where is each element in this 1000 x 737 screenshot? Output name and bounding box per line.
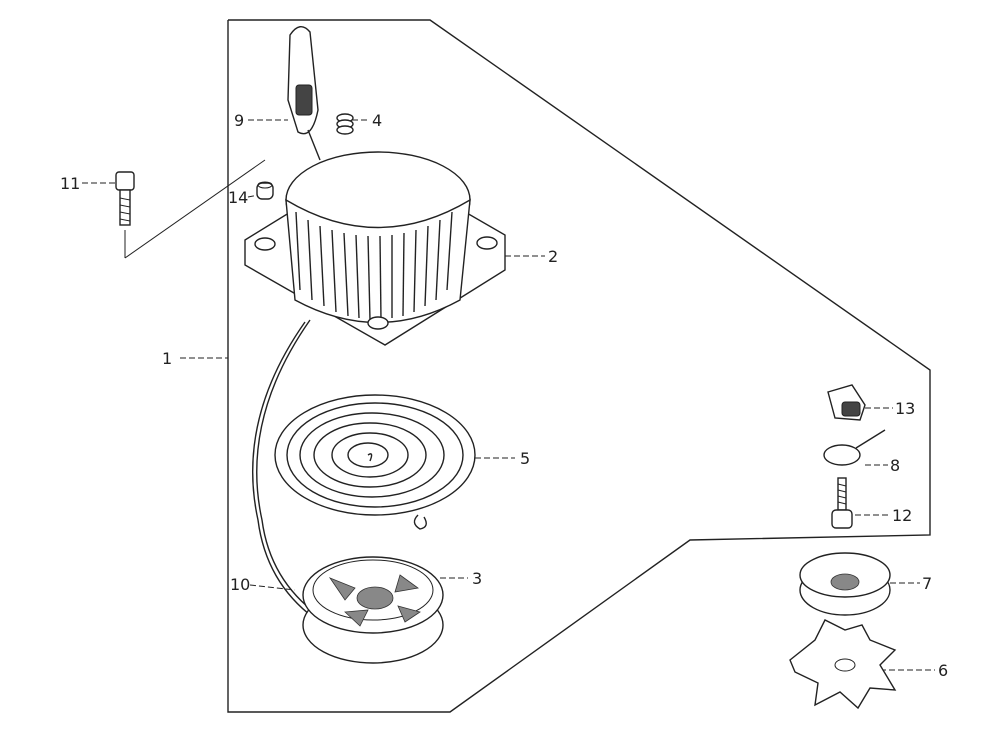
reel-part-3 [302,556,444,664]
callout-8: 8 [890,456,900,475]
recoil-spring-part-5 [274,394,476,530]
callout-7: 7 [922,574,932,593]
callout-6: 6 [938,661,948,680]
pulley-cap-part-7 [799,552,891,616]
case-fins [295,211,453,321]
bolt-part-11 [115,171,135,226]
callout-5: 5 [520,449,530,468]
assembly-frame [124,19,931,713]
setting-bolt-part-12 [831,477,853,529]
ratchet-guide-part-13 [827,384,866,421]
collar-part-14 [256,181,274,200]
spring-clip-part-8 [823,429,886,466]
spring-part-4 [336,113,354,135]
ratchet-plate-part-6 [789,619,897,710]
starter-grip-part-9 [287,26,321,161]
callout-9: 9 [234,111,244,130]
starter-case-part-2 [244,151,506,346]
callout-4: 4 [372,111,382,130]
callout-10: 10 [230,575,250,594]
leader-lines [82,119,935,671]
callout-11: 11 [60,174,80,193]
callout-2: 2 [548,247,558,266]
callout-1: 1 [162,349,172,368]
callout-14: 14 [228,188,248,207]
callout-12: 12 [892,506,912,525]
callout-3: 3 [472,569,482,588]
callout-13: 13 [895,399,915,418]
starter-rope-part-10 [252,319,319,619]
callout-labels: 1 2 3 4 5 6 7 8 9 10 11 12 13 14 [60,111,948,680]
